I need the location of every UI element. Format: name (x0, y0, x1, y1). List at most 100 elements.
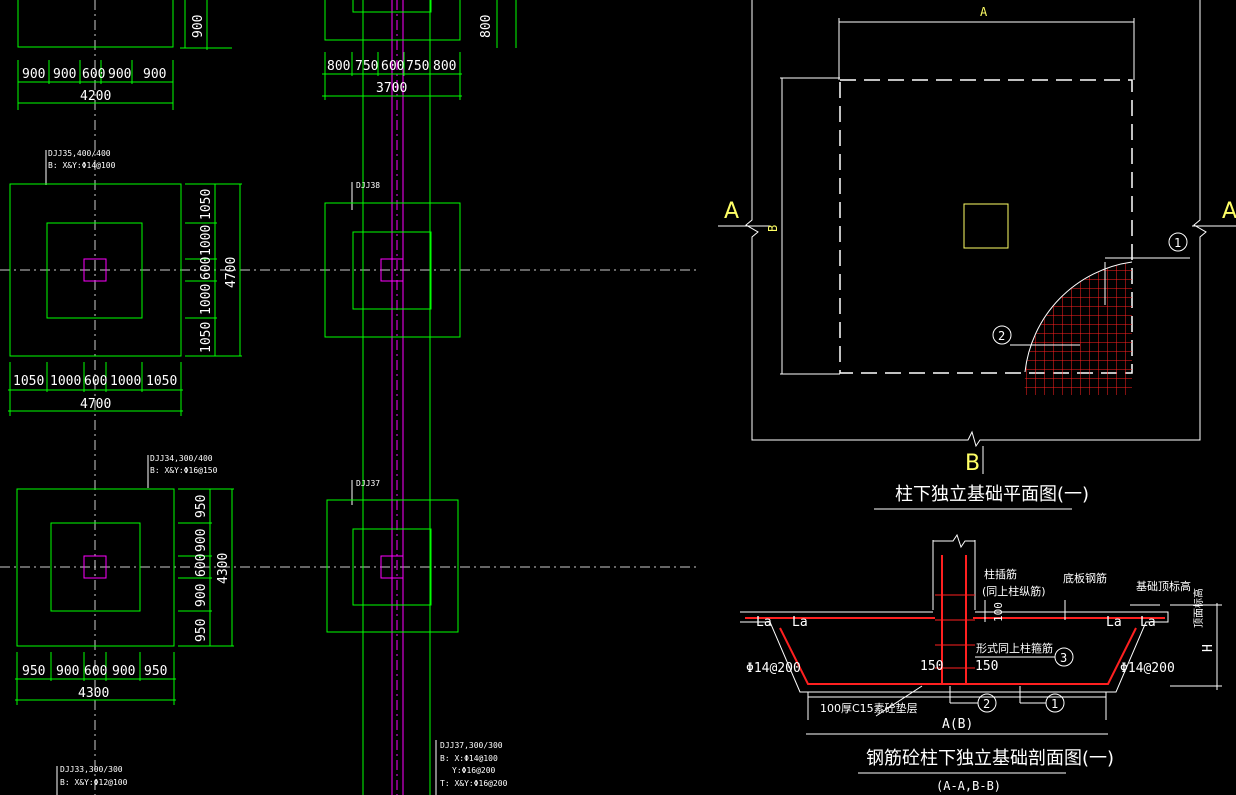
label-djj35-a: DJJ35,400/400 (48, 149, 111, 158)
plan-label-b-bottom: B (965, 451, 980, 476)
label-djj33-a: DJJ33,300/300 (60, 765, 123, 774)
foundation-djj37[interactable] (326, 499, 459, 633)
label-djj34-b: B: X&Y:Φ16@150 (150, 466, 218, 475)
dim-djj35-v1: 1050 (199, 189, 214, 220)
dim-row-top-left (17, 60, 174, 110)
dim-djj35-v2: 1000 (199, 225, 214, 256)
dim-djj35-vtotal: 4700 (224, 257, 239, 288)
section-callout-2: 2 (983, 697, 990, 711)
dim-djj34-vtotal: 4300 (216, 553, 231, 584)
dim-tm-3: 600 (381, 59, 404, 74)
dim-djj35-h3: 600 (84, 374, 107, 389)
foundation-djj38[interactable] (324, 202, 461, 338)
section-note-column-bar-2: (同上柱纵筋) (982, 584, 1046, 598)
section-d150-right: 150 (975, 659, 998, 674)
foundation-djj35[interactable] (9, 183, 182, 357)
dim-row-djj34 (15, 652, 176, 705)
section-note-column-bar-1: 柱插筋 (984, 567, 1017, 581)
section-right-rebar: Φ14@200 (1120, 661, 1175, 676)
dim-tl-total: 4200 (80, 89, 111, 104)
dim-tm-total: 3700 (376, 81, 407, 96)
dim-djj34-v2: 900 (194, 529, 209, 552)
label-djj37-a: DJJ37,300/300 (440, 741, 503, 750)
foundation-top-mid[interactable] (324, 0, 517, 48)
plan-label-a-right: A (1222, 199, 1236, 224)
plan-rebar-grid (1010, 257, 1190, 395)
dim-djj35-h5: 1050 (146, 374, 177, 389)
dim-vert-djj34 (178, 488, 234, 647)
dim-tl-5: 900 (143, 67, 166, 82)
label-djj37-c: Y:Φ16@200 (452, 766, 496, 775)
plan-callout-2: 2 (998, 329, 1005, 343)
vertical-beam-strip (362, 0, 431, 795)
dim-djj35-v4: 1000 (199, 284, 214, 315)
dim-djj35-h1: 1050 (13, 374, 44, 389)
dim-tl-2: 900 (53, 67, 76, 82)
dim-djj34-v4: 900 (194, 584, 209, 607)
dim-tm-1: 800 (327, 59, 350, 74)
dim-djj35-h2: 1000 (50, 374, 81, 389)
label-djj37-b: B: X:Φ14@100 (440, 754, 498, 763)
dim-tl-4: 900 (108, 67, 131, 82)
section-callout-3: 3 (1060, 651, 1067, 665)
dim-djj35-h4: 1000 (110, 374, 141, 389)
section-callout-1-circle (1045, 693, 1065, 713)
label-djj38: DJJ38 (356, 181, 380, 190)
dim-row-top-mid (322, 52, 462, 100)
section-dim-h: H (1201, 644, 1216, 652)
dim-row-djj35 (8, 362, 183, 416)
dim-top-mid-vertical: 800 (479, 15, 494, 38)
section-la-4: La (1140, 615, 1156, 630)
dim-djj34-htotal: 4300 (78, 686, 109, 701)
section-callout-1: 1 (1051, 697, 1058, 711)
plan-callout-1: 1 (1174, 236, 1181, 250)
label-djj33-b: B: X&Y:Φ12@100 (60, 778, 128, 787)
plan-dim-b: B (766, 225, 780, 232)
section-note-tie: 形式同上柱箍筋 (976, 641, 1053, 655)
foundation-top-left[interactable] (17, 0, 232, 50)
dim-djj35-htotal: 4700 (80, 397, 111, 412)
section-la-1: La (756, 615, 772, 630)
section-note-foundation-top: 基础顶标高 (1136, 579, 1191, 593)
section-callout-3-circle (1054, 647, 1074, 667)
label-djj35-b: B: X&Y:Φ14@100 (48, 161, 116, 170)
section-detail (740, 533, 1222, 735)
section-left-rebar: Φ14@200 (746, 661, 801, 676)
plan-label-a-top: A (980, 5, 988, 19)
plan-detail (718, 0, 1236, 474)
column-djj35 (83, 258, 107, 282)
section-callout-2-circle (977, 693, 997, 713)
dim-tl-3: 600 (82, 67, 105, 82)
dim-djj35-v5: 1050 (199, 322, 214, 353)
plan-callout-1-circle (1168, 232, 1188, 252)
foundation-djj34[interactable] (16, 488, 175, 647)
section-dim-ab: A(B) (942, 717, 973, 732)
dim-top-left-vertical: 900 (191, 15, 206, 38)
plan-title: 柱下独立基础平面图(一) (895, 484, 1089, 505)
dim-djj35-v3: 600 (199, 257, 214, 280)
column-djj34 (83, 555, 107, 579)
label-djj34-a: DJJ34,300/400 (150, 454, 213, 463)
plan-label-a-left: A (724, 199, 739, 224)
dim-djj34-v5: 950 (194, 619, 209, 642)
section-note-bottom-rebar: 底板钢筋 (1063, 571, 1107, 585)
dim-vert-djj35 (185, 183, 242, 357)
dim-djj34-h3: 600 (84, 664, 107, 679)
section-note-cushion: 100厚C15素砼垫层 (820, 701, 918, 715)
dim-tm-2: 750 (355, 59, 378, 74)
label-djj37-d: T: X&Y:Φ16@200 (440, 779, 508, 788)
dim-djj34-h4: 900 (112, 664, 135, 679)
section-d150-left: 150 (920, 659, 943, 674)
dim-djj34-h2: 900 (56, 664, 79, 679)
dim-djj34-h1: 950 (22, 664, 45, 679)
label-djj37-tag: DJJ37 (356, 479, 380, 488)
dim-tm-5: 800 (433, 59, 456, 74)
section-subtitle: (A-A,B-B) (936, 779, 1001, 793)
section-d100: 100 (992, 602, 1005, 622)
plan-callout-2-circle (992, 325, 1012, 345)
section-la-2: La (792, 615, 808, 630)
section-side-note: 顶面标高 (1192, 588, 1205, 628)
dim-djj34-v3: 600 (194, 554, 209, 577)
dim-djj34-h5: 950 (144, 664, 167, 679)
